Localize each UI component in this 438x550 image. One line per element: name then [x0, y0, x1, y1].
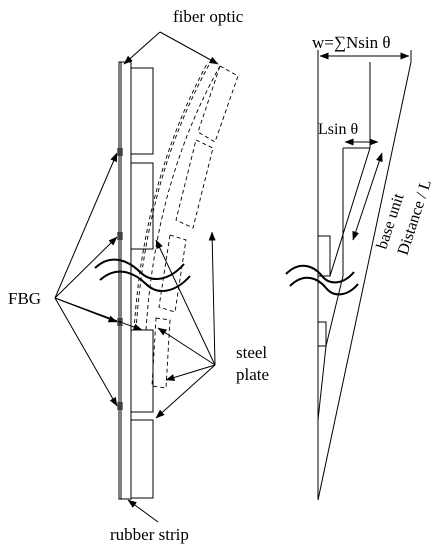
label-steel: steel	[236, 343, 267, 362]
inclined-line	[317, 61, 412, 501]
fbg-grating-4	[117, 402, 123, 410]
steel-plate-1	[130, 67, 154, 155]
steel-plate-arrows	[155, 231, 216, 419]
label-lsin: Lsin θ	[318, 121, 358, 138]
bent-sensor-tape	[133, 61, 239, 389]
break-mark-left	[94, 258, 191, 292]
geometric-model	[317, 50, 412, 501]
rubber-strip-arrow	[127, 499, 159, 523]
fbg-arrows	[54, 152, 143, 407]
label-rubber-strip: rubber strip	[110, 525, 189, 544]
bent-strip-left-edge	[133, 61, 209, 331]
label-plate: plate	[236, 365, 269, 384]
label-fbg: FBG	[8, 289, 41, 308]
straight-sensor-tape	[117, 61, 154, 500]
bent-steel-plate-4	[151, 317, 171, 389]
break-mark-right	[285, 264, 359, 296]
steel-plate-4	[130, 419, 154, 499]
steel-plate-3	[130, 329, 154, 413]
lower-unit-box	[317, 321, 327, 347]
bent-fiber	[135, 62, 211, 331]
fbg-grating-1	[117, 148, 123, 156]
label-width-formula: w=∑Nsin θ	[312, 33, 391, 52]
fiber-optic-arrows	[123, 31, 219, 65]
bent-strip-right-edge	[145, 65, 221, 331]
fbg-grating-2	[117, 232, 123, 240]
label-fiber-optic: fiber optic	[173, 7, 244, 26]
base-unit-arrow	[352, 152, 383, 241]
steel-plate-2	[130, 162, 154, 250]
bent-steel-plate-2	[175, 139, 214, 229]
straight-unit-box	[317, 235, 331, 277]
bent-steel-plate-1	[197, 65, 239, 143]
